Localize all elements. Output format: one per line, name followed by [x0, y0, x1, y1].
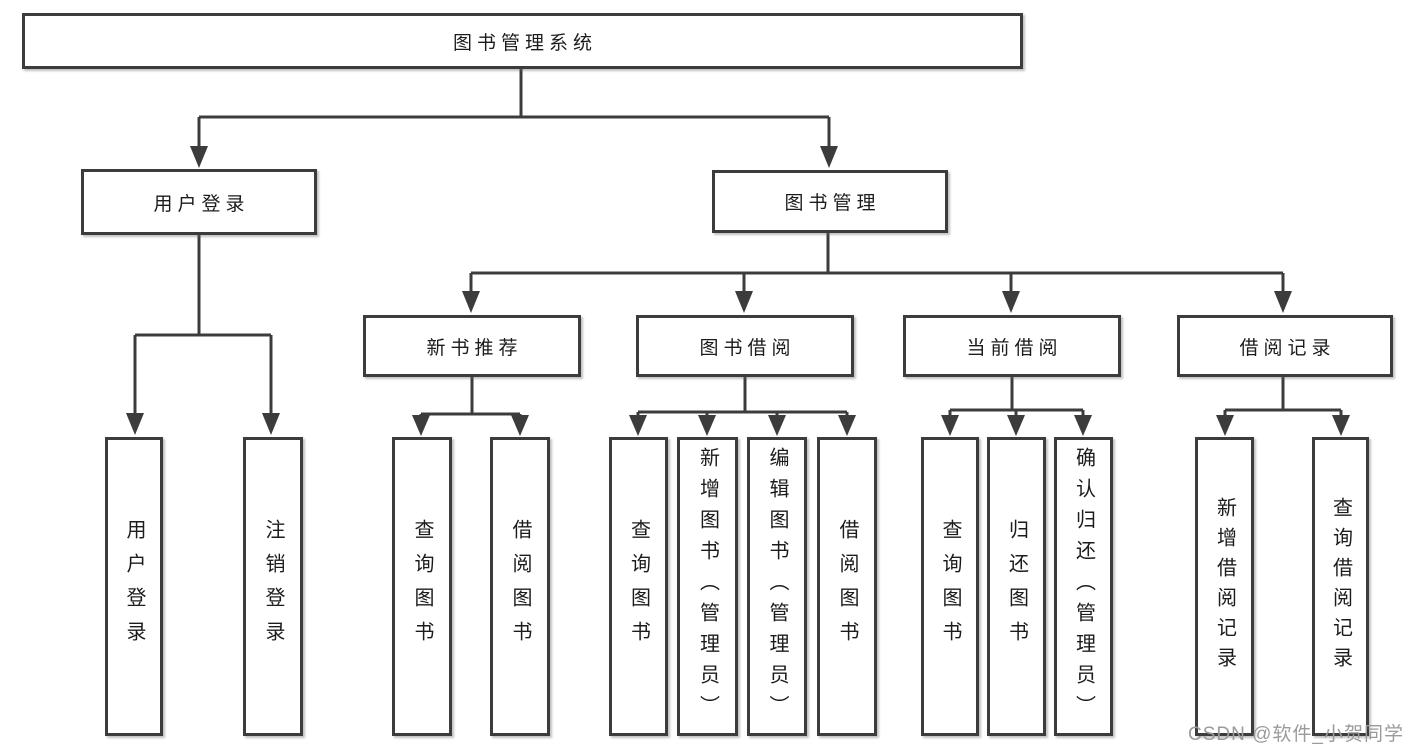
- node-user-login-label: 用户登录: [153, 193, 250, 215]
- node-new-book-recommendation-label: 新书推荐: [426, 337, 523, 359]
- leaf-logout-label: 注销登录: [262, 518, 284, 655]
- arrowhead-icons: [126, 146, 1350, 436]
- arrow-down-icon: [511, 415, 529, 436]
- node-borrowing-records: 借阅记录: [1177, 315, 1393, 377]
- leaf-user-login-label: 用户登录: [123, 518, 145, 655]
- arrow-down-icon: [1002, 291, 1020, 313]
- leaf-current-query-books-label: 查询图书: [939, 518, 961, 655]
- leaf-recommend-borrow-books-label: 借阅图书: [509, 518, 531, 655]
- arrow-down-icon: [735, 291, 753, 313]
- node-borrowing-records-label: 借阅记录: [1239, 337, 1336, 359]
- node-book-borrowing: 图书借阅: [636, 315, 854, 377]
- leaf-recommend-query-books-label: 查询图书: [411, 518, 433, 655]
- csdn-watermark: CSDN @软件_小贺同学: [1188, 724, 1404, 745]
- arrow-down-icon: [820, 146, 838, 168]
- leaf-records-add-record-label: 新增借阅记录: [1213, 496, 1236, 677]
- leaf-recommend-query-books: 查询图书: [392, 437, 452, 736]
- arrow-down-icon: [1007, 415, 1025, 436]
- node-current-borrowing: 当前借阅: [903, 315, 1121, 377]
- leaf-borrowing-borrow-books-label: 借阅图书: [836, 518, 858, 655]
- arrow-down-icon: [262, 413, 280, 435]
- leaf-user-login: 用户登录: [105, 437, 163, 736]
- leaf-borrowing-add-books-admin-label: 新增图书（管理员）: [696, 447, 719, 726]
- arrow-down-icon: [1332, 415, 1350, 436]
- arrow-down-icon: [941, 415, 959, 436]
- leaf-borrowing-borrow-books: 借阅图书: [817, 437, 877, 736]
- node-book-borrowing-label: 图书借阅: [699, 337, 796, 359]
- arrow-down-icon: [1216, 415, 1234, 436]
- arrow-down-icon: [1074, 415, 1092, 436]
- arrow-down-icon: [126, 413, 144, 435]
- leaf-records-add-record: 新增借阅记录: [1195, 437, 1254, 736]
- arrow-down-icon: [768, 415, 786, 436]
- arrow-down-icon: [838, 415, 856, 436]
- node-root: 图书管理系统: [22, 13, 1023, 69]
- leaf-borrowing-query-books-label: 查询图书: [627, 518, 650, 655]
- leaf-current-confirm-return-admin-label: 确认归还（管理员）: [1072, 447, 1095, 726]
- leaf-records-query-record-label: 查询借阅记录: [1329, 496, 1352, 677]
- arrow-down-icon: [629, 415, 647, 436]
- arrow-down-icon: [412, 415, 430, 436]
- node-root-label: 图书管理系统: [452, 32, 597, 54]
- leaf-current-return-books-label: 归还图书: [1005, 518, 1028, 655]
- node-book-management: 图书管理: [712, 170, 948, 233]
- leaf-borrowing-edit-books-admin-label: 编辑图书（管理员）: [766, 447, 788, 726]
- leaf-recommend-borrow-books: 借阅图书: [490, 437, 550, 736]
- leaf-current-return-books: 归还图书: [987, 437, 1046, 736]
- leaf-borrowing-edit-books-admin: 编辑图书（管理员）: [747, 437, 807, 736]
- leaf-current-query-books: 查询图书: [921, 437, 979, 736]
- leaf-borrowing-add-books-admin: 新增图书（管理员）: [677, 437, 738, 736]
- arrow-down-icon: [698, 415, 716, 436]
- leaf-logout: 注销登录: [243, 437, 303, 736]
- node-new-book-recommendation: 新书推荐: [363, 315, 581, 377]
- leaf-current-confirm-return-admin: 确认归还（管理员）: [1054, 437, 1113, 736]
- node-book-management-label: 图书管理: [784, 193, 881, 214]
- arrow-down-icon: [462, 291, 480, 313]
- arrow-down-icon: [1274, 291, 1292, 313]
- leaf-records-query-record: 查询借阅记录: [1312, 437, 1369, 736]
- node-user-login: 用户登录: [81, 169, 317, 235]
- node-current-borrowing-label: 当前借阅: [966, 337, 1063, 359]
- leaf-borrowing-query-books: 查询图书: [609, 437, 668, 736]
- arrow-down-icon: [190, 146, 208, 168]
